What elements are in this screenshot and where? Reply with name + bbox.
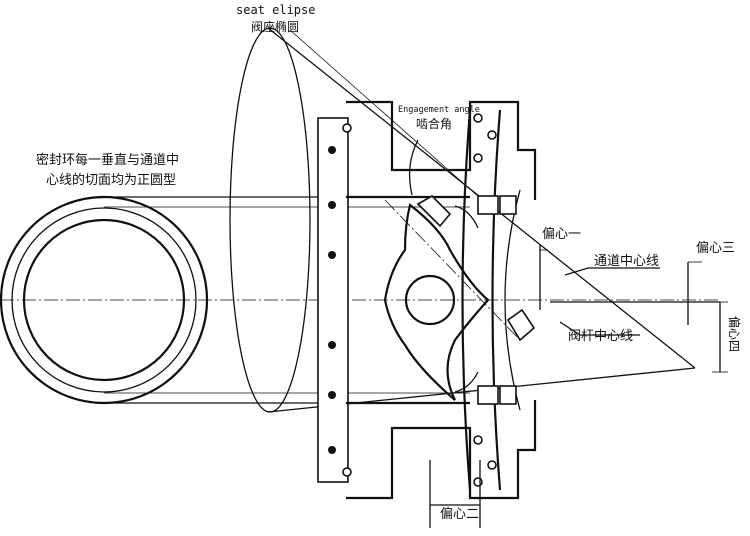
seat-ellipse-label-en: seat elipse bbox=[236, 3, 315, 17]
offset-four-label: 偏心四 bbox=[727, 316, 742, 352]
valve-body bbox=[317, 100, 537, 500]
stem-centerline-label: 阀杆中心线 bbox=[568, 329, 633, 344]
stem-centerline-axis bbox=[384, 199, 521, 341]
offset-two-label: 偏心二 bbox=[440, 507, 479, 522]
offset-three-label: 偏心三 bbox=[696, 241, 735, 256]
seal-ring-section bbox=[0, 195, 720, 405]
seal-note-line-1: 密封环每一垂直与通道中 bbox=[36, 152, 179, 168]
seal-note-line-2: 心线的切面均为正圆型 bbox=[46, 172, 176, 188]
flange-bolt-holes bbox=[328, 113, 497, 487]
seat-ellipse-outline bbox=[229, 27, 311, 413]
channel-centerline-label: 通道中心线 bbox=[594, 254, 659, 269]
engagement-angle-label-en: Engagement angle bbox=[398, 105, 480, 115]
offset-lines bbox=[429, 245, 728, 528]
offset-one-label: 偏心一 bbox=[542, 227, 581, 242]
inlet-flange bbox=[317, 117, 349, 483]
seat-ellipse-label-zh: 阀座椭圆 bbox=[251, 19, 299, 34]
stem-bore bbox=[404, 274, 456, 326]
engagement-angle-label-zh: 啮合角 bbox=[416, 116, 452, 131]
valve-disc bbox=[383, 195, 536, 401]
leader-lines bbox=[408, 139, 660, 336]
